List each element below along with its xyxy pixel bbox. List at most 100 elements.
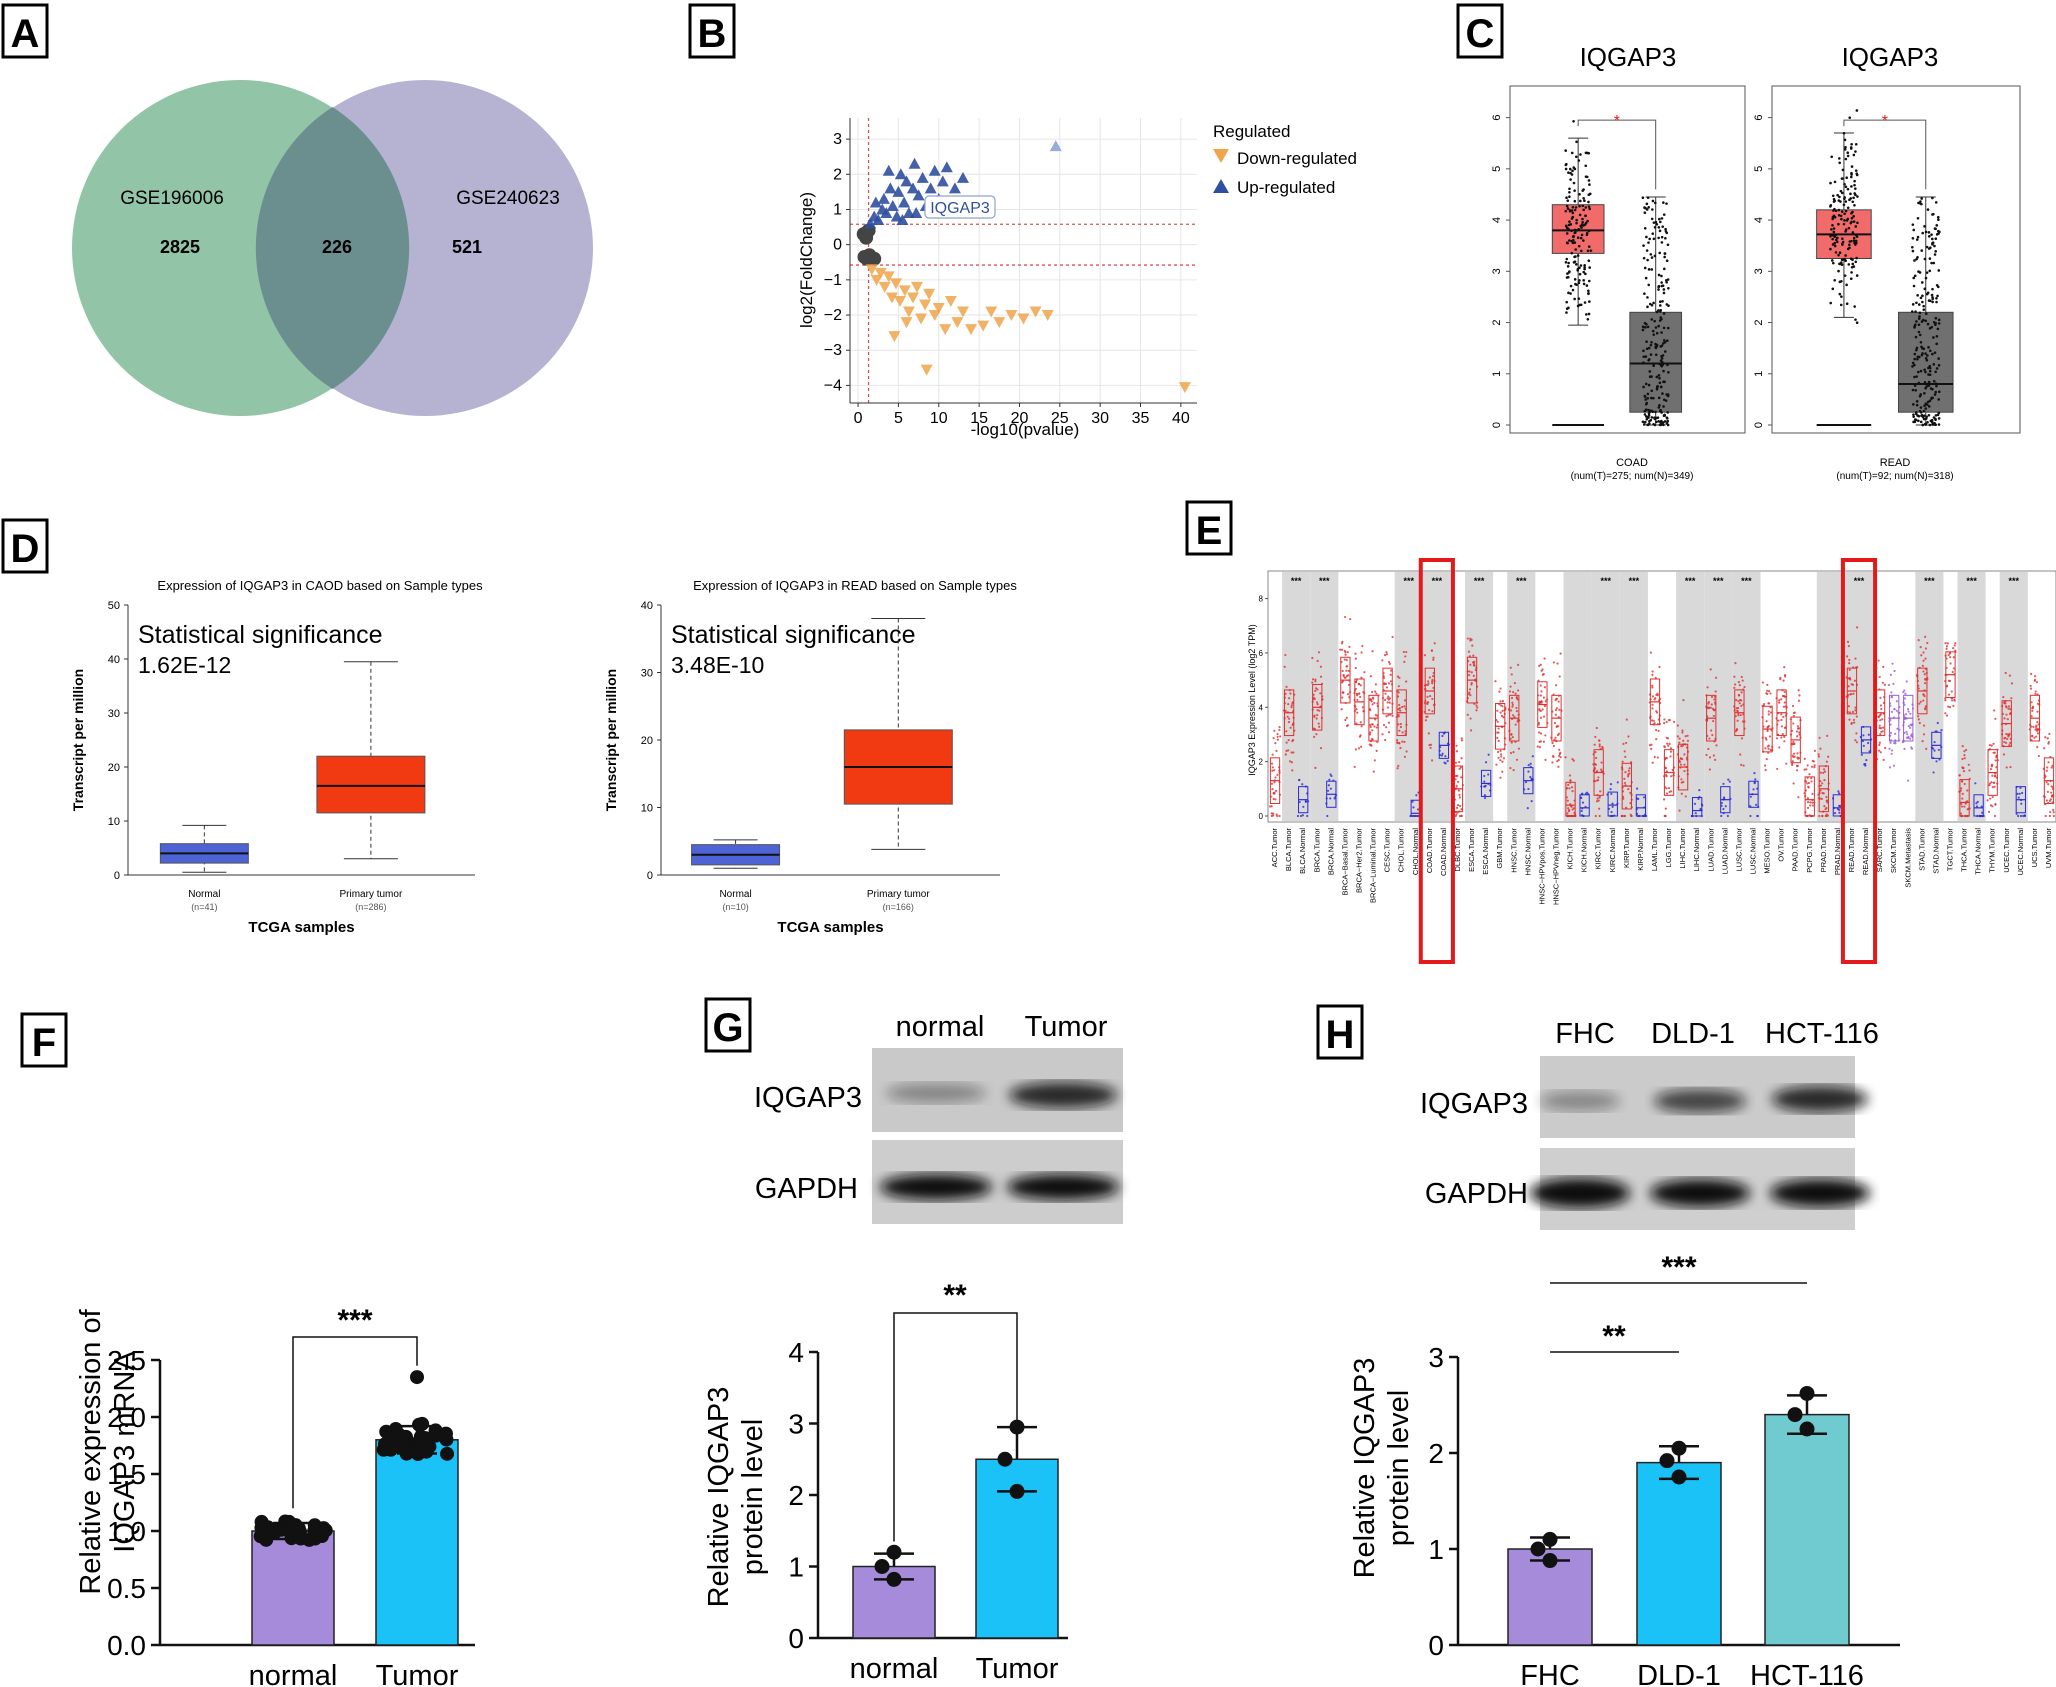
e-point — [1909, 734, 1913, 737]
e-point — [2036, 720, 2039, 724]
e-point — [1287, 739, 1290, 742]
e-point — [1889, 673, 1892, 676]
c-point — [1937, 417, 1941, 420]
e-point — [1938, 758, 1941, 761]
e-point — [1499, 759, 1502, 762]
e-point — [1709, 668, 1712, 671]
e-point — [1651, 670, 1654, 673]
d-group-n: (n=286) — [355, 902, 386, 912]
c-point — [1921, 423, 1925, 427]
c-point — [1655, 331, 1659, 335]
c-point — [1588, 266, 1592, 269]
c-point — [1851, 200, 1855, 204]
c-point — [1653, 416, 1656, 420]
e-point — [1765, 720, 1768, 723]
c-point — [1659, 420, 1663, 424]
e-point — [2036, 729, 2039, 732]
e-point — [1958, 774, 1961, 777]
e-point — [1341, 640, 1344, 643]
e-category-label: THYM.Tumor — [1988, 828, 1997, 873]
c-point — [1913, 352, 1917, 356]
e-point — [1611, 802, 1614, 805]
e-point — [1778, 746, 1781, 749]
e-point — [1769, 748, 1772, 751]
e-point — [1278, 814, 1281, 818]
e-point — [1697, 797, 1700, 800]
c-point — [1917, 381, 1921, 385]
c-point — [1849, 277, 1853, 281]
e-point — [1543, 704, 1547, 708]
volcano-point-down — [870, 274, 883, 286]
c-point — [1587, 312, 1591, 316]
e-point — [2008, 732, 2011, 736]
volcano-point-up — [884, 182, 897, 194]
c-point — [1642, 361, 1645, 364]
e-point — [2023, 814, 2027, 818]
e-point — [1686, 734, 1689, 737]
c-point — [1925, 415, 1928, 419]
e-point — [1271, 766, 1275, 769]
e-point — [1566, 812, 1569, 815]
e-point — [1373, 725, 1376, 728]
e-point — [1654, 676, 1657, 679]
e-category-label: HNSC.Normal — [1523, 828, 1532, 876]
volcano-point-down — [888, 331, 901, 343]
e-point — [1341, 696, 1344, 699]
e-point — [2004, 705, 2008, 708]
e-point — [1296, 814, 1300, 818]
e-category-label: UCS.Tumor — [2030, 828, 2039, 868]
volcano-points — [856, 140, 1191, 394]
c-point — [1934, 316, 1938, 320]
c-point — [1566, 199, 1570, 202]
e-category-label: BRCA−Basal.Tumor — [1340, 827, 1349, 895]
e-box — [1692, 797, 1703, 817]
e-point — [1667, 786, 1671, 790]
e-point — [1270, 812, 1273, 815]
e-point — [1627, 787, 1630, 791]
e-category-label: READ.Normal — [1861, 828, 1870, 875]
e-point — [1510, 741, 1513, 744]
e-point — [1283, 665, 1286, 668]
e-point — [1683, 753, 1686, 756]
e-point — [1541, 708, 1544, 711]
bar-category-label: HCT-116 — [1750, 1660, 1864, 1687]
volcano-plot-area — [850, 118, 1197, 403]
e-point — [1610, 810, 1613, 814]
bar — [852, 1565, 936, 1639]
e-point — [1571, 758, 1574, 761]
e-point — [1415, 794, 1418, 797]
e-category-label: BLCA.Tumor — [1284, 828, 1293, 872]
c-point — [1937, 390, 1941, 394]
c-point — [1845, 283, 1848, 287]
e-point — [1669, 790, 1673, 793]
e-point — [1739, 698, 1742, 702]
e-point — [1399, 709, 1402, 712]
e-highlight-box — [1418, 558, 1455, 964]
c-point — [1662, 369, 1665, 373]
c-point — [1660, 357, 1664, 360]
e-point — [1733, 686, 1736, 689]
venn-overlap-count: 226 — [322, 237, 352, 257]
volcano-point-down — [1017, 313, 1030, 325]
c-point — [1641, 328, 1645, 332]
c-point — [1655, 310, 1659, 314]
e-point — [1847, 705, 1850, 708]
e-point — [1822, 771, 1825, 774]
e-point — [1848, 677, 1851, 680]
e-point — [1358, 682, 1361, 686]
e-point — [1878, 743, 1881, 747]
e-point — [1554, 713, 1557, 716]
c-box — [1629, 311, 1683, 413]
e-point — [1326, 789, 1330, 792]
e-point — [1500, 753, 1503, 756]
e-point — [1432, 656, 1435, 659]
e-point — [1398, 703, 1401, 707]
blot-band — [1540, 1091, 1620, 1111]
e-point — [1819, 747, 1822, 750]
e-point — [1683, 769, 1686, 773]
e-point — [1922, 693, 1925, 696]
c-point — [1914, 335, 1918, 339]
c-point — [1926, 400, 1930, 404]
e-point — [1354, 652, 1357, 655]
